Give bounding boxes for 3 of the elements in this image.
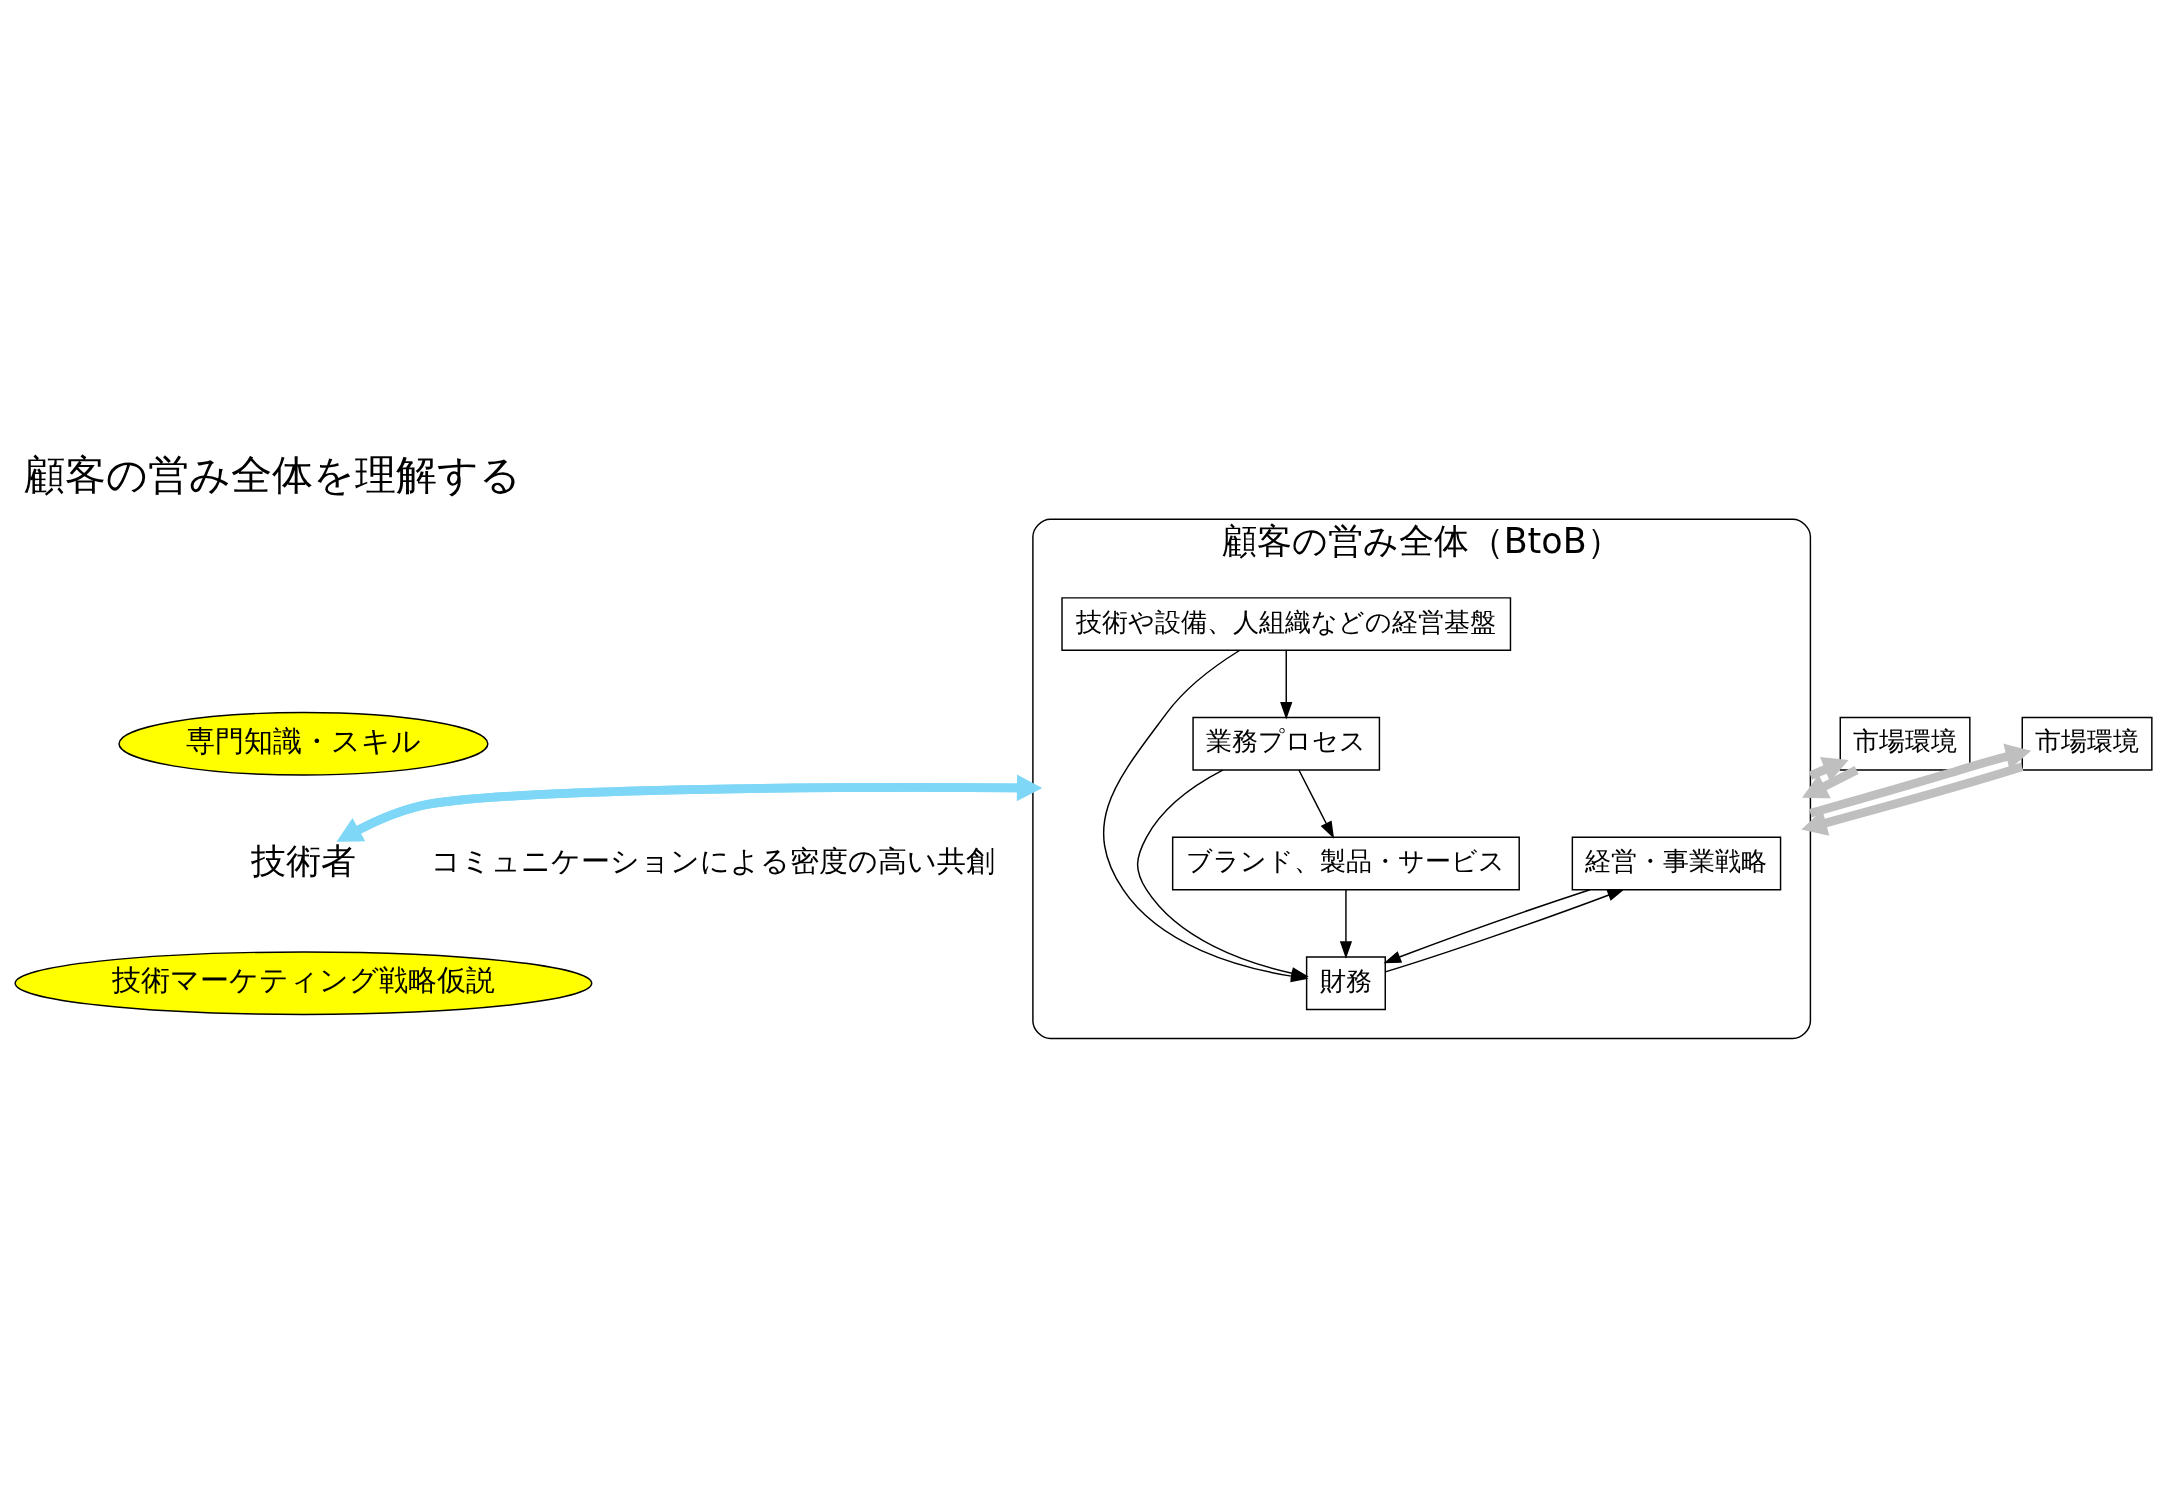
label: コミュニケーションによる密度の高い共創 [430, 843, 995, 878]
diagram-title: 顧客の営み全体を理解する [23, 450, 521, 499]
node-text: 技術者 [250, 840, 356, 881]
